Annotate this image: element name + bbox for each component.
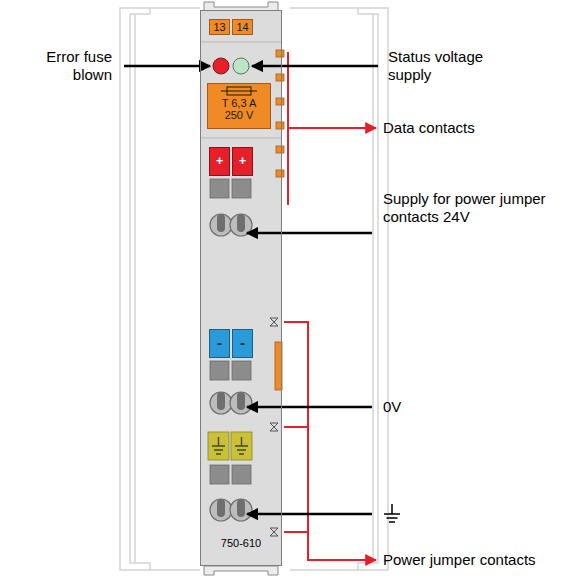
terminal-number: 13 xyxy=(209,19,230,35)
callout-label: 0V xyxy=(383,398,483,416)
callout-label: Error fuse blown xyxy=(20,48,112,84)
callout-label: Power jumper contacts xyxy=(383,551,579,569)
housing-body xyxy=(200,10,282,566)
terminal-marking: - xyxy=(240,335,245,352)
fuse-symbol xyxy=(219,85,259,97)
data-contact xyxy=(276,50,284,177)
callout-label: Data contacts xyxy=(383,119,573,137)
terminal-marking: + xyxy=(239,154,247,168)
terminal-marking: 13 xyxy=(213,21,225,33)
terminal-marking: T 6,3 A 250 V xyxy=(216,97,262,121)
side-strip xyxy=(275,342,282,390)
callout-arrow xyxy=(124,66,378,514)
red-bracket xyxy=(284,52,376,560)
power-jumper-contact xyxy=(270,318,278,536)
callout-label: Supply for power jumper contacts 24V xyxy=(383,190,548,226)
minus-terminal: - xyxy=(209,329,230,358)
plus-terminal: + xyxy=(232,147,253,176)
terminal-number: 14 xyxy=(232,19,253,35)
ground-terminal xyxy=(208,432,252,460)
minus-terminal: - xyxy=(232,329,253,358)
ground-symbol xyxy=(384,504,400,522)
terminal-marking: + xyxy=(216,154,224,168)
status-led xyxy=(233,58,249,74)
fuse-symbol xyxy=(221,91,257,92)
error-led xyxy=(213,58,229,74)
housing-divider xyxy=(201,42,281,138)
back-frame xyxy=(120,8,388,570)
terminal-marking: 14 xyxy=(236,21,248,33)
part-number: 750-610 xyxy=(201,537,281,549)
plus-terminal: + xyxy=(209,147,230,176)
callout-label: Status voltage supply xyxy=(388,48,492,84)
fuse-holder: T 6,3 A 250 V xyxy=(207,83,271,129)
module-housing: 750-610 13 14 T 6,3 A 250 V + + - - xyxy=(200,10,282,566)
terminal-marking: - xyxy=(217,335,222,352)
release-slot xyxy=(210,214,252,521)
